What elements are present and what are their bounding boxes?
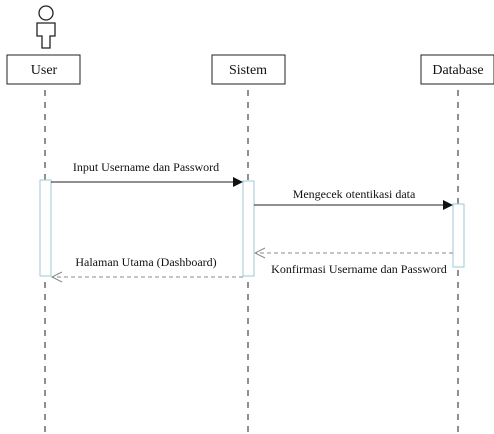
- participant-database-label: Database: [432, 63, 483, 78]
- message-dashboard: Halaman Utama (Dashboard): [50, 255, 243, 283]
- participant-user: User: [6, 54, 81, 85]
- message-confirm-credentials: Konfirmasi Username dan Password: [253, 247, 453, 276]
- actor-icon: [36, 5, 56, 49]
- message-input-credentials: Input Username dan Password: [51, 160, 243, 187]
- activation-database: [452, 203, 465, 268]
- message-check-auth: Mengecek otentikasi data: [254, 187, 453, 210]
- participant-sistem-label: Sistem: [229, 63, 267, 78]
- participant-user-label: User: [31, 63, 58, 78]
- participant-sistem: Sistem: [211, 54, 286, 85]
- message-input-credentials-label: Input Username dan Password: [73, 160, 219, 174]
- message-confirm-credentials-label: Konfirmasi Username dan Password: [271, 262, 447, 276]
- activation-user: [39, 179, 52, 277]
- message-check-auth-label: Mengecek otentikasi data: [293, 187, 416, 201]
- message-dashboard-label: Halaman Utama (Dashboard): [75, 255, 216, 269]
- activation-sistem: [242, 180, 255, 277]
- participant-database: Database: [420, 54, 494, 85]
